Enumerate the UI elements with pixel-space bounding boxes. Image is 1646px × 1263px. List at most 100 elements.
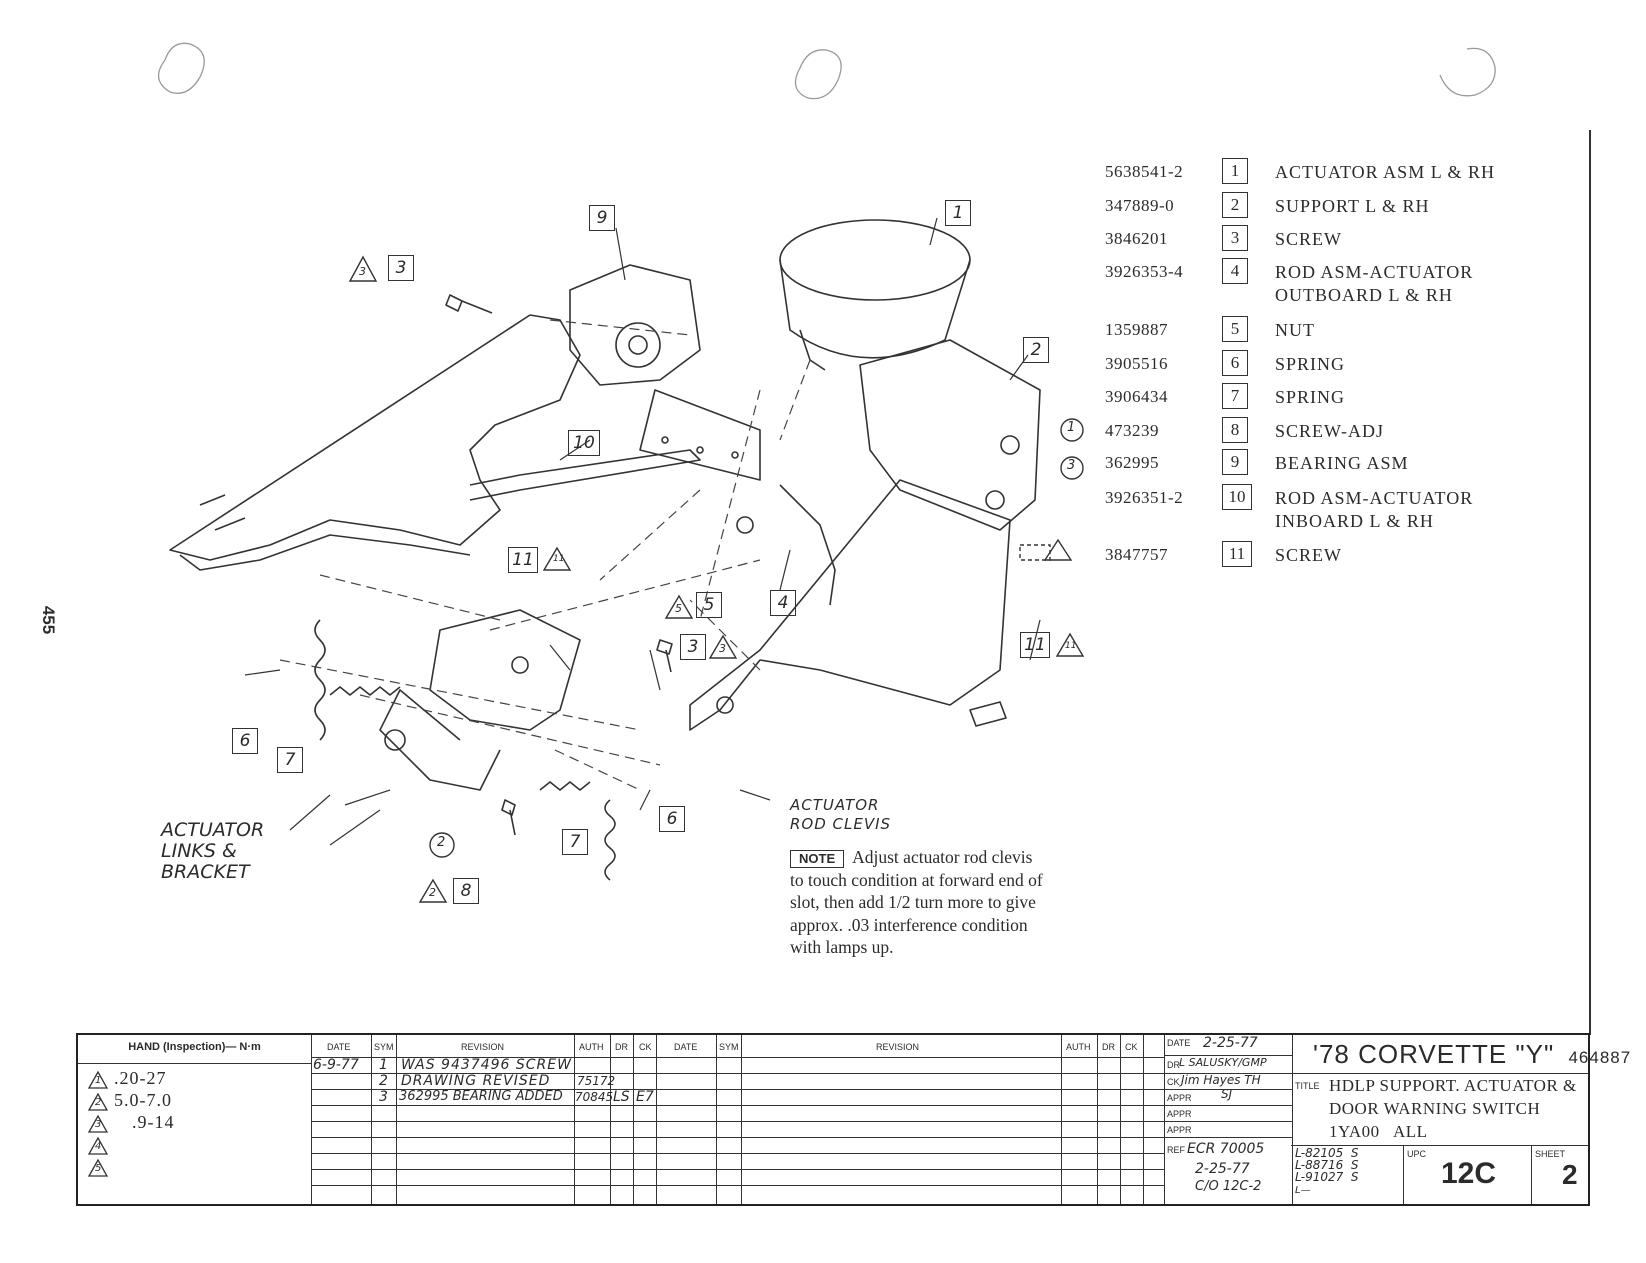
signoff-dr-label: DR — [1167, 1060, 1180, 1070]
part-symbol: 1 — [1222, 158, 1248, 184]
callout-8: 8 — [453, 878, 479, 904]
part-description: ACTUATOR ASM L & RH — [1275, 162, 1496, 182]
rev-header-ck: CK — [639, 1042, 652, 1052]
parts-list-row: 347889-0 2 SUPPORT L & RH — [1105, 192, 1625, 222]
sheet-value: 2 — [1562, 1159, 1578, 1190]
part-number: 347889-0 — [1105, 196, 1175, 215]
sheet-cell: SHEET — [1531, 1145, 1588, 1204]
circle-callout-3: 3 — [1067, 458, 1076, 473]
torque-symbol-5: 5 — [675, 602, 682, 615]
part-number: 5638541-2 — [1105, 162, 1184, 181]
torque-triangle-markers — [348, 255, 1085, 903]
sheet-extension: 2 — [1534, 1145, 1588, 1204]
rev-header-auth-2: AUTH — [1066, 1042, 1091, 1052]
torque-symbol: 4 — [95, 1140, 103, 1152]
rev-header-ck-2: CK — [1125, 1042, 1138, 1052]
rev-sym: 1 — [379, 1057, 388, 1073]
torque-symbol: 5 — [95, 1162, 103, 1174]
parts-list-row: 3926351-2 10 ROD ASM-ACTUATOR INBOARD L … — [1105, 484, 1625, 531]
upc-value: 12C — [1441, 1157, 1497, 1190]
rev-header-revision: REVISION — [461, 1042, 505, 1052]
callout-10: 10 — [568, 430, 600, 456]
rev-header-sym: SYM — [374, 1042, 394, 1052]
parts-list-row: 5638541-2 1 ACTUATOR ASM L & RH — [1105, 158, 1625, 188]
outboard-rod — [779, 484, 836, 606]
callout-1: 1 — [945, 200, 971, 226]
signoff-date-label: DATE — [1167, 1038, 1191, 1048]
parts-list-row: 3926353-4 4 ROD ASM-ACTUATOR OUTBOARD L … — [1105, 258, 1625, 305]
exploded-diagram — [169, 217, 1041, 881]
callout-6-right: 6 — [659, 806, 685, 832]
part-number: 3846201 — [1105, 229, 1168, 248]
spring-right — [604, 799, 616, 881]
model-name: '78 CORVETTE "Y" — [1313, 1039, 1555, 1069]
l-code: L— — [1295, 1185, 1311, 1196]
parts-list-row: 3905516 6 SPRING — [1105, 350, 1625, 380]
rev-text: DRAWING REVISED — [401, 1073, 551, 1089]
title-line-3: 1YA00 ALL — [1329, 1122, 1428, 1141]
part-symbol: 4 — [1222, 258, 1248, 284]
callout-9: 9 — [589, 205, 615, 231]
callout-2: 2 — [1023, 337, 1049, 363]
revision-table: DATE SYM REVISION AUTH DR CK DATE SYM RE… — [311, 1035, 1164, 1204]
l-code: L-88716 S — [1295, 1158, 1359, 1172]
rev-header-sym-2: SYM — [719, 1042, 739, 1052]
part-description: NUT — [1275, 320, 1315, 340]
links-bracket — [429, 609, 581, 731]
callout-7-right: 7 — [562, 829, 588, 855]
note-text: Adjust actuator rod clevis to touch cond… — [790, 847, 1043, 957]
part-number: 3847757 — [1105, 545, 1168, 564]
part-symbol: 3 — [1222, 225, 1248, 251]
rev-ck: E7 — [636, 1089, 654, 1105]
rev-auth: 75172 — [577, 1074, 616, 1088]
title-label: TITLE — [1295, 1081, 1320, 1091]
signoff-checker: Jim Hayes TH — [1181, 1073, 1261, 1087]
circle-callout-2: 2 — [437, 835, 446, 850]
support-arm-outline — [169, 314, 581, 561]
callout-5: 5 — [696, 592, 722, 618]
signoff-appr-label: APPR — [1167, 1093, 1192, 1103]
torque-row: 5 — [87, 1156, 114, 1177]
callout-3-mid: 3 — [680, 634, 706, 660]
parts-list-row: 473239 8 SCREW-ADJ — [1105, 417, 1625, 447]
part-number: 3905516 — [1105, 354, 1168, 373]
part-number: 3906434 — [1105, 387, 1168, 406]
part-number: 3926353-4 — [1105, 262, 1184, 281]
part-description: SPRING — [1275, 387, 1346, 407]
torque-symbol-11: 11 — [553, 554, 565, 564]
parts-list-row: 3847757 11 SCREW — [1105, 541, 1625, 571]
right-support-plate — [859, 339, 1041, 531]
parts-list-row: 3846201 3 SCREW — [1105, 225, 1625, 255]
rev-text: WAS 9437496 SCREW — [401, 1057, 572, 1073]
rev-header-date-2: DATE — [674, 1042, 698, 1052]
part-symbol: 6 — [1222, 350, 1248, 376]
upc-cell: UPC 12C — [1403, 1145, 1532, 1204]
parts-list-row: 3906434 7 SPRING — [1105, 383, 1625, 413]
title-section: '78 CORVETTE "Y" 464887 TITLE HDLP SUPPO… — [1291, 1035, 1630, 1204]
signoff-ref-note: C/O 12C-2 — [1195, 1179, 1262, 1194]
title-line-1: HDLP SUPPORT. ACTUATOR & — [1329, 1076, 1577, 1095]
actuator-rod-clevis-label: ACTUATOR ROD CLEVIS — [790, 796, 892, 833]
callout-7-left: 7 — [277, 747, 303, 773]
torque-symbol: 3 — [95, 1118, 103, 1130]
l-code: L-82105 S — [1295, 1146, 1359, 1160]
l-codes: L-82105 S L-88716 S L-91027 S L— — [1291, 1145, 1404, 1204]
torque-row: 4 — [87, 1134, 114, 1155]
torque-symbol-3-top: 3 — [359, 265, 366, 278]
part-symbol: 10 — [1222, 484, 1252, 510]
signoff-appr-label-2: APPR — [1167, 1109, 1192, 1119]
part-number: 1359887 — [1105, 320, 1168, 339]
part-symbol: 5 — [1222, 316, 1248, 342]
rev-sym: 3 — [379, 1089, 388, 1105]
torque-row: 3.9-14 — [87, 1112, 175, 1133]
rev-header-dr-2: DR — [1102, 1042, 1115, 1052]
part-symbol: 8 — [1222, 417, 1248, 443]
callout-11-right: 11 — [1020, 632, 1050, 658]
callout-3-top: 3 — [388, 255, 414, 281]
part-symbol: 11 — [1222, 541, 1252, 567]
part-description: SCREW — [1275, 545, 1343, 565]
